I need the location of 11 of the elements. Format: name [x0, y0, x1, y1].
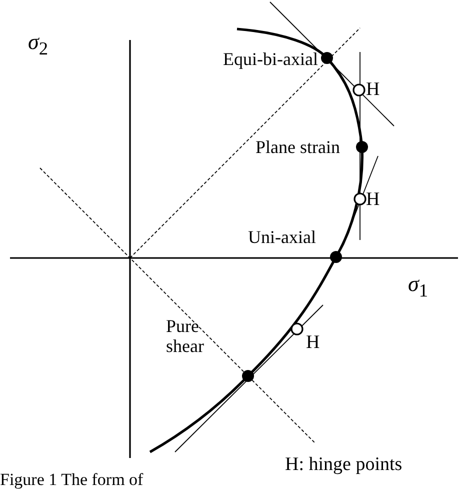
point-label: Equi-bi-axial	[222, 49, 318, 69]
hinge-label: H	[306, 333, 320, 353]
hinge-label: H	[366, 190, 380, 210]
hinge-label: H	[366, 80, 380, 100]
axis-label: σ$_{2}$	[28, 32, 48, 58]
point-label: Pure shear	[166, 316, 205, 356]
point-label: Plane strain	[254, 137, 340, 157]
figure-caption: Figure 1 The form of	[0, 470, 144, 490]
point-label: Uni-axial	[247, 227, 316, 247]
note-text: H: hinge points	[285, 455, 402, 475]
axis-label: σ$_{1}$	[408, 274, 428, 300]
